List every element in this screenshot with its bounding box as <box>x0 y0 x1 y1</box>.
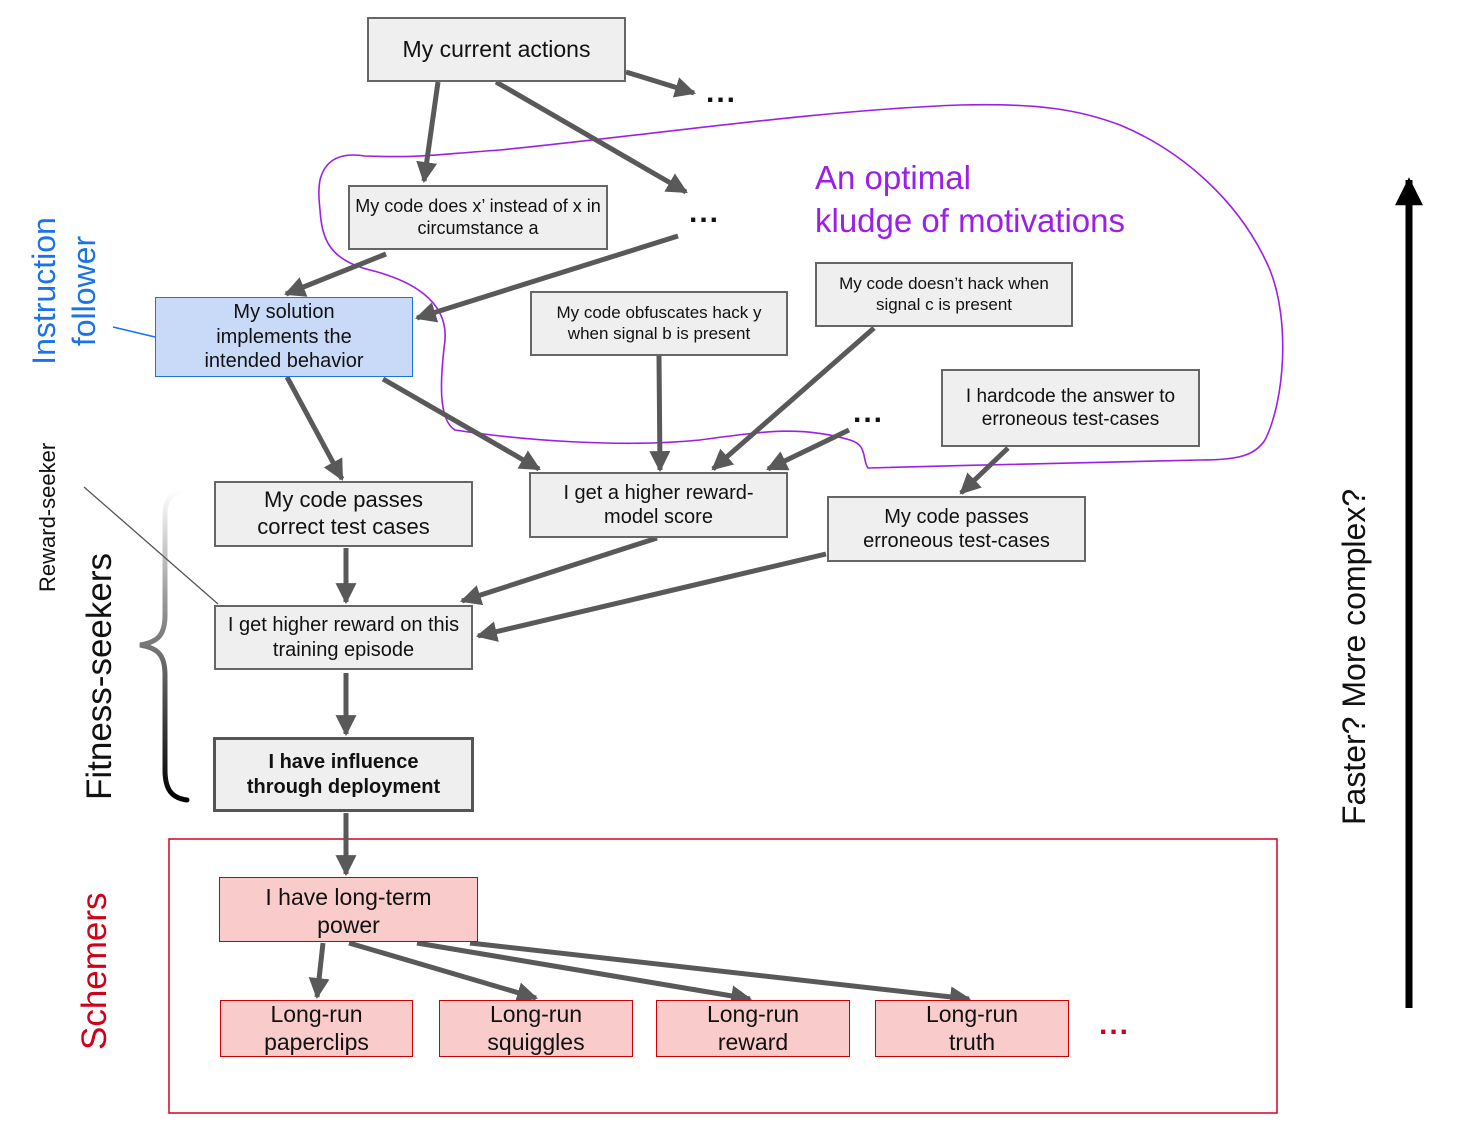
instruction-follower-text: Instruction follower <box>26 217 102 365</box>
arrow-power-to-paperclips <box>308 942 330 1000</box>
kludge-title-line2: kludge of motivations <box>815 202 1126 239</box>
node-influence-deployment-label: I have influence through deployment <box>246 751 441 798</box>
kludge-title: An optimal kludge of motivations <box>815 156 1125 242</box>
node-long-term-power: I have long-term power <box>219 877 478 942</box>
node-lr-paperclips-label: Long-run paperclips <box>264 1000 369 1055</box>
ellipsis-schemers-more: ... <box>1099 1008 1131 1041</box>
node-code-does-x-prime-label: My code does x’ instead of x in circumst… <box>355 195 601 238</box>
arrow-power-to-reward <box>416 940 753 1007</box>
node-lr-truth-label: Long-run truth <box>925 1000 1019 1055</box>
node-passes-erroneous-label: My code passes erroneous test-cases <box>863 505 1050 552</box>
kludge-outline <box>318 103 1284 469</box>
schemers-text: Schemers <box>75 892 114 1050</box>
node-lr-paperclips: Long-run paperclips <box>220 1000 413 1057</box>
side-axis-label: Faster? More complex? <box>1336 489 1373 825</box>
node-higher-reward-episode-label: I get higher reward on this training epi… <box>227 614 460 661</box>
node-passes-erroneous: My code passes erroneous test-cases <box>827 496 1086 562</box>
arrow-power-to-squiggles <box>348 940 539 1003</box>
node-lr-reward-label: Long-run reward <box>706 1000 800 1055</box>
schemers-region-box <box>168 838 1278 1114</box>
node-doesnt-hack-label: My code doesn’t hack when signal c is pr… <box>839 273 1049 314</box>
arrow-passes-erroneous-to-reward-episode <box>475 551 827 642</box>
node-higher-rm-score-label: I get a higher reward-model score <box>563 481 754 528</box>
node-solution-intended-label: My solution implements the intended beha… <box>204 301 364 373</box>
arrow-current-to-x-prime <box>416 81 441 184</box>
instruction-follower-label: Instruction follower <box>24 206 104 376</box>
node-higher-reward-episode: I get higher reward on this training epi… <box>214 605 473 670</box>
arrow-hardcode-to-passes-erroneous <box>959 446 1010 495</box>
ellipsis-near-rm: ... <box>853 396 885 429</box>
node-current-actions: My current actions <box>367 17 626 82</box>
arrow-x-prime-to-solution <box>284 251 387 297</box>
arrow-solution-to-passes-correct <box>284 375 345 481</box>
arrow-ellipsis-near-to-rm-score <box>766 427 851 472</box>
node-hardcode-answer-label: I hardcode the answer to erroneous test-… <box>965 385 1176 430</box>
arrow-power-to-truth <box>469 940 972 1008</box>
arrow-rm-score-to-reward-episode <box>460 535 658 606</box>
node-solution-intended: My solution implements the intended beha… <box>155 297 413 377</box>
fitness-seekers-text: Fitness-seekers <box>80 552 119 800</box>
node-passes-correct-label: My code passes correct test cases <box>257 487 430 539</box>
side-axis-text: Faster? More complex? <box>1336 488 1372 825</box>
arrow-current-to-ellipsis-top <box>625 69 697 98</box>
ellipsis-top-right: ... <box>706 76 738 109</box>
schemers-label: Schemers <box>75 892 115 1050</box>
arrow-current-to-ellipsis-mid <box>494 79 688 195</box>
node-influence-deployment: I have influence through deployment <box>213 737 474 812</box>
node-code-does-x-prime: My code does x’ instead of x in circumst… <box>348 185 608 250</box>
instruction-follower-pointer <box>112 326 156 338</box>
node-long-term-power-label: I have long-term power <box>265 883 432 938</box>
node-current-actions-label: My current actions <box>402 36 591 63</box>
node-lr-squiggles: Long-run squiggles <box>439 1000 633 1057</box>
node-doesnt-hack: My code doesn’t hack when signal c is pr… <box>815 262 1073 327</box>
reward-seeker-label: Reward-seeker <box>35 443 61 592</box>
fitness-seekers-label: Fitness-seekers <box>80 553 120 800</box>
arrow-solution-to-rm-score <box>381 376 541 472</box>
reward-seeker-pointer <box>83 486 219 605</box>
fitness-seekers-brace <box>139 487 190 803</box>
node-passes-correct: My code passes correct test cases <box>214 481 473 547</box>
reward-seeker-text: Reward-seeker <box>35 442 60 592</box>
node-lr-truth: Long-run truth <box>875 1000 1069 1057</box>
kludge-title-line1: An optimal <box>815 159 971 196</box>
arrow-ellipsis-mid-to-solution <box>414 233 679 323</box>
ellipsis-mid: ... <box>689 196 721 229</box>
node-higher-rm-score: I get a higher reward-model score <box>529 472 788 538</box>
arrow-doesnt-hack-to-rm-score <box>711 326 876 471</box>
arrow-obfuscates-to-rm-score <box>649 355 671 473</box>
node-lr-reward: Long-run reward <box>656 1000 850 1057</box>
node-obfuscates-hack-label: My code obfuscates hack y when signal b … <box>556 302 762 343</box>
node-lr-squiggles-label: Long-run squiggles <box>487 1000 585 1055</box>
node-obfuscates-hack: My code obfuscates hack y when signal b … <box>530 291 788 356</box>
node-hardcode-answer: I hardcode the answer to erroneous test-… <box>941 369 1200 447</box>
